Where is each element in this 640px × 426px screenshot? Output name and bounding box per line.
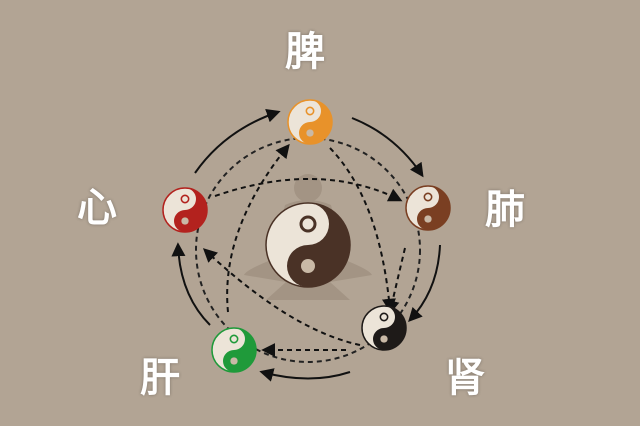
arrow-spleen-to-lung xyxy=(351,117,424,178)
organ-label-lung: 肺 xyxy=(485,187,525,233)
arrow-heart-to-spleen xyxy=(194,108,281,174)
arrow-liver-to-heart xyxy=(171,242,211,326)
arrow-lung-to-kidney xyxy=(408,244,441,323)
yin-yang-lung xyxy=(405,185,451,231)
arrow-heart-to-lung xyxy=(214,178,403,202)
arrow-kidney-to-liver xyxy=(259,368,351,382)
center-yin-yang xyxy=(265,202,351,288)
organ-label-heart: 心 xyxy=(77,185,117,231)
yin-yang-liver xyxy=(211,327,257,373)
yin-yang-heart xyxy=(162,187,208,233)
yin-yang-spleen xyxy=(287,99,333,145)
arrow-liver-to-spleen xyxy=(226,143,290,313)
yin-yang-kidney xyxy=(361,305,407,351)
organ-label-spleen: 脾 xyxy=(285,29,325,75)
arrow-lung-to-kidney-dashed xyxy=(385,247,406,315)
arrow-kidney-to-heart xyxy=(202,248,361,346)
organ-label-liver: 肝 xyxy=(140,355,180,401)
dashed-inner-circle xyxy=(195,137,421,363)
organ-label-kidney: 肾 xyxy=(445,355,485,401)
